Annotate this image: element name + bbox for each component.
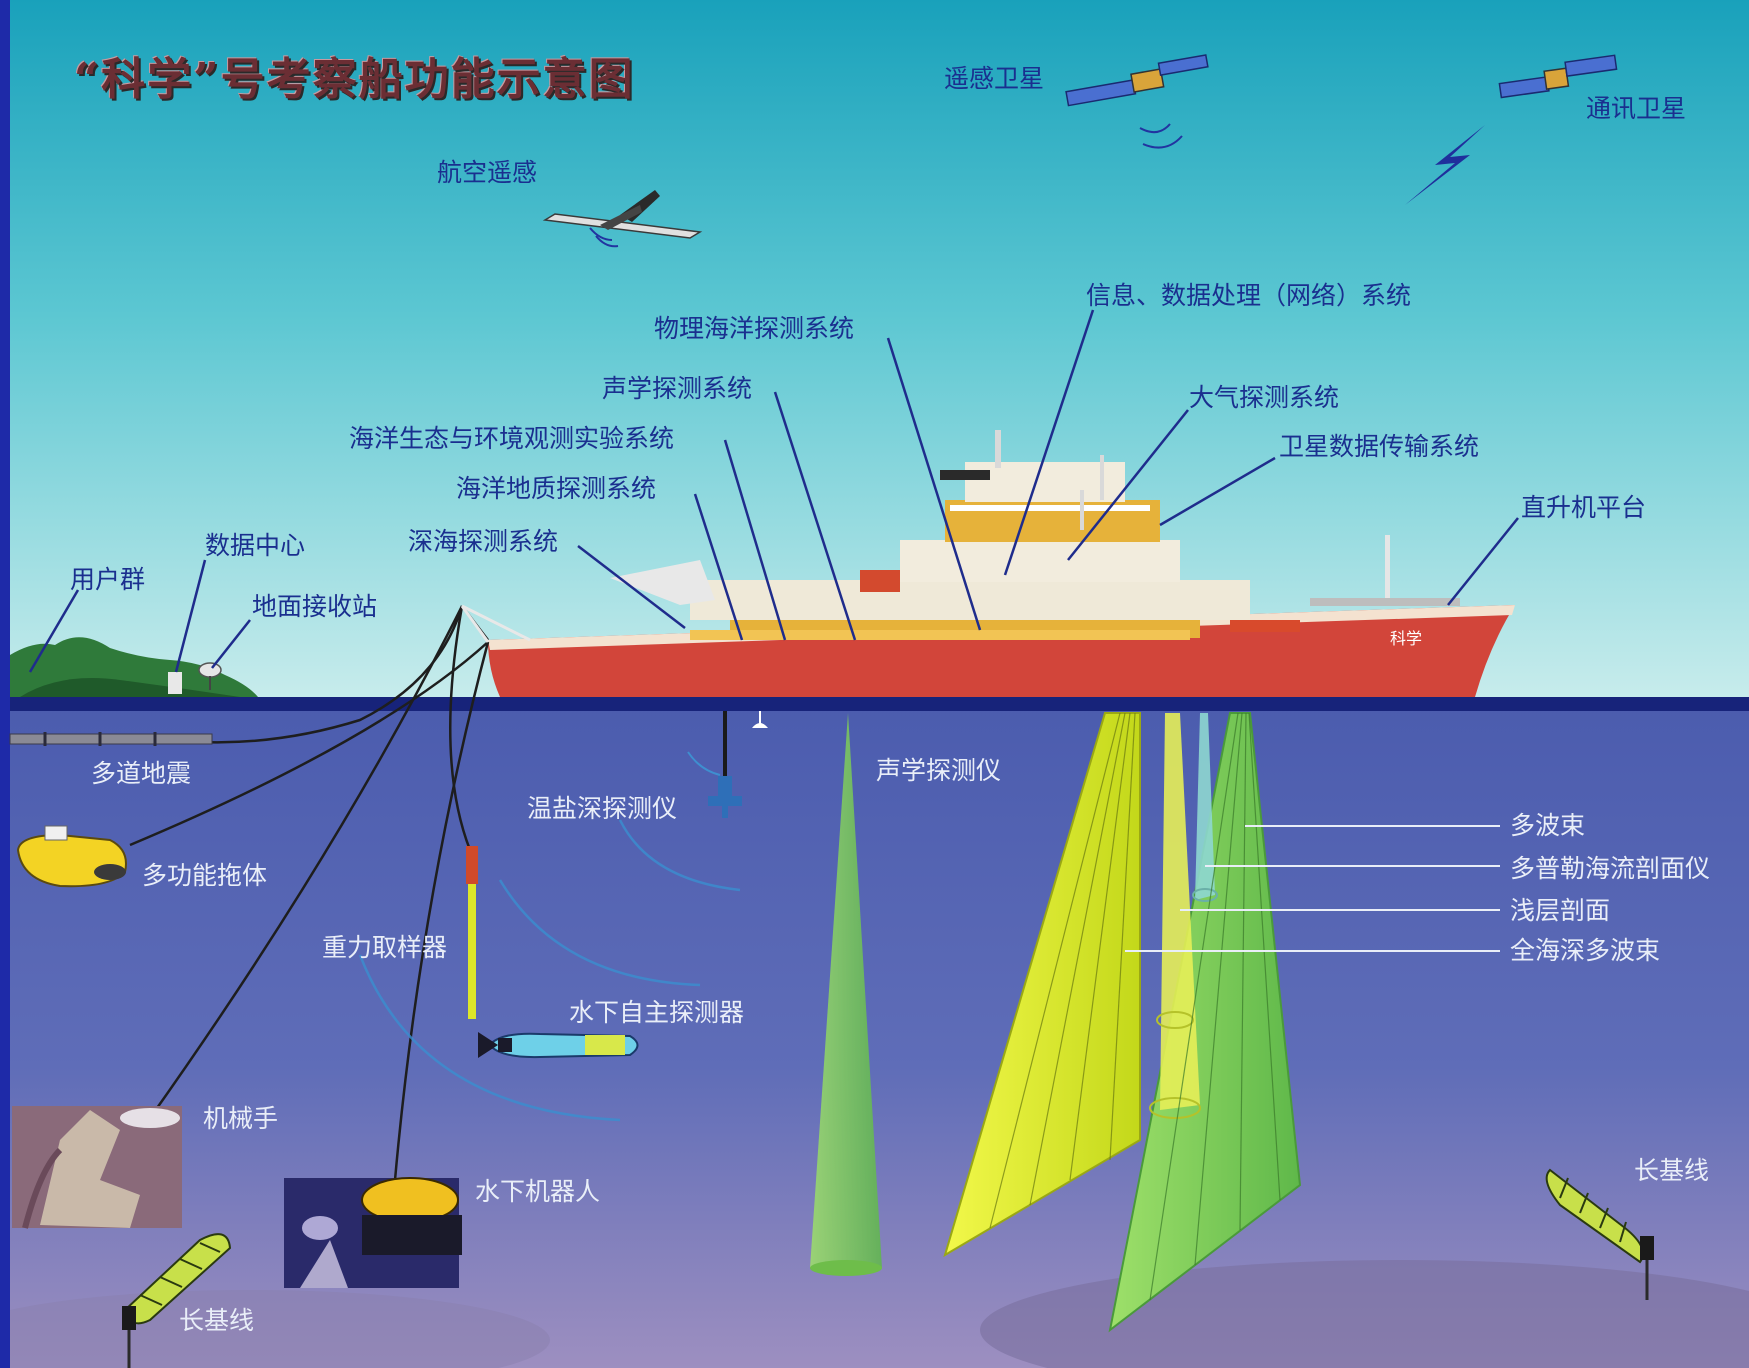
label-ctd: 温盐深探测仪 (527, 794, 678, 823)
label-communication-satellite: 通讯卫星 (1586, 94, 1687, 123)
tow-cables (129, 605, 490, 1181)
rov-photo (284, 1177, 462, 1288)
label-gravity-corer: 重力取样器 (322, 933, 448, 962)
label-physical-ocean-system: 物理海洋探测系统 (654, 314, 855, 343)
page-title: “科学”号考察船功能示意图 (74, 54, 635, 105)
a-frame-crane (460, 604, 531, 643)
label-geology-system: 海洋地质探测系统 (456, 474, 657, 503)
long-baseline-left-icon (122, 1233, 232, 1368)
aircraft-icon (542, 190, 703, 248)
label-auv: 水下自主探测器 (569, 998, 745, 1027)
label-info-data-system: 信息、数据处理（网络）系统 (1086, 281, 1412, 310)
ship-superstructure (610, 430, 1460, 640)
label-towed-body: 多功能拖体 (142, 861, 268, 890)
label-shallow-profile: 浅层剖面 (1510, 896, 1611, 925)
label-ecology-system: 海洋生态与环境观测实验系统 (349, 424, 675, 453)
beam-pointer-lines (1125, 825, 1500, 952)
label-long-baseline-left: 长基线 (179, 1306, 255, 1335)
label-atmosphere-system: 大气探测系统 (1189, 383, 1340, 412)
label-adcp: 多普勒海流剖面仪 (1510, 854, 1711, 883)
label-long-baseline-right: 长基线 (1634, 1156, 1710, 1185)
communication-satellite-icon (1498, 54, 1618, 99)
label-multibeam: 多波束 (1510, 811, 1586, 840)
gravity-corer-icon (466, 846, 478, 1019)
label-full-depth-multibeam: 全海深多波束 (1510, 936, 1661, 965)
coast-island-shade (20, 678, 240, 697)
leader-lines (28, 309, 1519, 673)
water-line (10, 697, 1749, 711)
remote-sensing-satellite-icon (1065, 54, 1209, 149)
label-multichannel-seismic: 多道地震 (91, 759, 192, 788)
manipulator-photo (12, 1106, 182, 1229)
ship-hull-name: 科学 (1390, 629, 1422, 648)
label-acoustic-system: 声学探测系统 (602, 374, 753, 403)
label-deep-sea-system: 深海探测系统 (408, 527, 559, 556)
long-baseline-right-icon (1545, 1168, 1654, 1300)
multibeam-beams (943, 712, 1302, 1333)
seismic-streamer (9, 732, 213, 746)
label-satellite-data-system: 卫星数据传输系统 (1279, 432, 1480, 461)
label-remote-sensing-satellite: 遥感卫星 (944, 64, 1045, 93)
label-acoustic-instrument: 声学探测仪 (876, 756, 1002, 785)
label-user-group: 用户群 (70, 565, 146, 594)
auv-icon (478, 1032, 639, 1059)
seabed-shadow (980, 1260, 1749, 1368)
ground-station-dish-icon (198, 662, 222, 690)
label-helicopter-platform: 直升机平台 (1521, 493, 1647, 522)
label-data-center: 数据中心 (205, 531, 306, 560)
towed-body-icon (16, 825, 127, 888)
label-ground-station: 地面接收站 (252, 592, 378, 621)
label-aerial-remote-sensing: 航空遥感 (437, 158, 538, 187)
label-manipulator: 机械手 (203, 1104, 279, 1133)
acoustic-beam (810, 713, 882, 1276)
sonar-arcs (358, 819, 741, 1122)
left-border (0, 0, 10, 1368)
ctd-probe-icon (687, 711, 768, 818)
data-center-building (168, 672, 182, 694)
label-rov: 水下机器人 (475, 1177, 601, 1206)
